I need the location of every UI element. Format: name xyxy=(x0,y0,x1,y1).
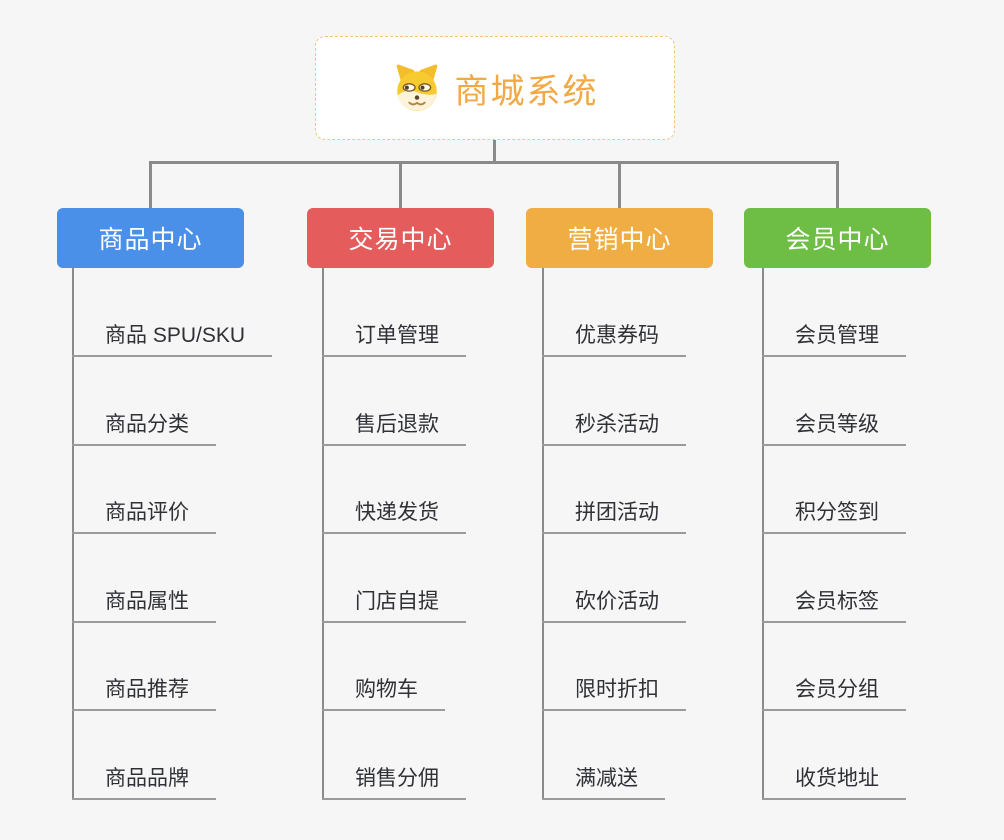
connector-bus xyxy=(149,161,839,164)
doge-icon xyxy=(396,64,437,111)
leaf-points-checkin[interactable]: 积分签到 xyxy=(762,499,906,534)
branch-trade-center[interactable]: 交易中心 xyxy=(307,208,494,268)
leaf-member-level[interactable]: 会员等级 xyxy=(762,411,906,446)
leaf-express-delivery[interactable]: 快递发货 xyxy=(322,499,466,534)
root-node[interactable]: 商城系统 xyxy=(315,36,675,140)
connector-drop-trade xyxy=(399,161,402,209)
leaf-coupon-code[interactable]: 优惠券码 xyxy=(542,322,686,357)
branch-member-center[interactable]: 会员中心 xyxy=(744,208,931,268)
leaf-limited-time-discount[interactable]: 限时折扣 xyxy=(542,676,686,711)
branch-product-center[interactable]: 商品中心 xyxy=(57,208,244,268)
leaf-member-tag[interactable]: 会员标签 xyxy=(762,588,906,623)
leaf-product-attribute[interactable]: 商品属性 xyxy=(72,588,216,623)
leaf-member-management[interactable]: 会员管理 xyxy=(762,322,906,357)
leaf-product-category[interactable]: 商品分类 xyxy=(72,411,216,446)
connector-drop-member xyxy=(836,161,839,209)
leaf-bargain-activity[interactable]: 砍价活动 xyxy=(542,588,686,623)
leaf-product-spu-sku[interactable]: 商品 SPU/SKU xyxy=(72,322,273,357)
leaf-aftersale-refund[interactable]: 售后退款 xyxy=(322,411,466,446)
leaf-spend-and-save[interactable]: 满减送 xyxy=(542,765,665,800)
leaf-store-pickup[interactable]: 门店自提 xyxy=(322,588,466,623)
connector-drop-marketing xyxy=(618,161,621,209)
connector-root-stub xyxy=(493,139,496,164)
root-title: 商城系统 xyxy=(454,72,599,111)
leaf-shopping-cart[interactable]: 购物车 xyxy=(322,676,445,711)
connector-drop-product xyxy=(149,161,152,209)
branch-marketing-center[interactable]: 营销中心 xyxy=(526,208,713,268)
leaf-group-buy[interactable]: 拼团活动 xyxy=(542,499,686,534)
leaf-product-recommend[interactable]: 商品推荐 xyxy=(72,676,216,711)
leaf-sales-commission[interactable]: 销售分佣 xyxy=(322,765,466,800)
leaf-flash-sale[interactable]: 秒杀活动 xyxy=(542,411,686,446)
leaf-order-management[interactable]: 订单管理 xyxy=(322,322,466,357)
leaf-product-brand[interactable]: 商品品牌 xyxy=(72,765,216,800)
leaf-shipping-address[interactable]: 收货地址 xyxy=(762,765,906,800)
leaf-member-group[interactable]: 会员分组 xyxy=(762,676,906,711)
leaf-product-review[interactable]: 商品评价 xyxy=(72,499,216,534)
